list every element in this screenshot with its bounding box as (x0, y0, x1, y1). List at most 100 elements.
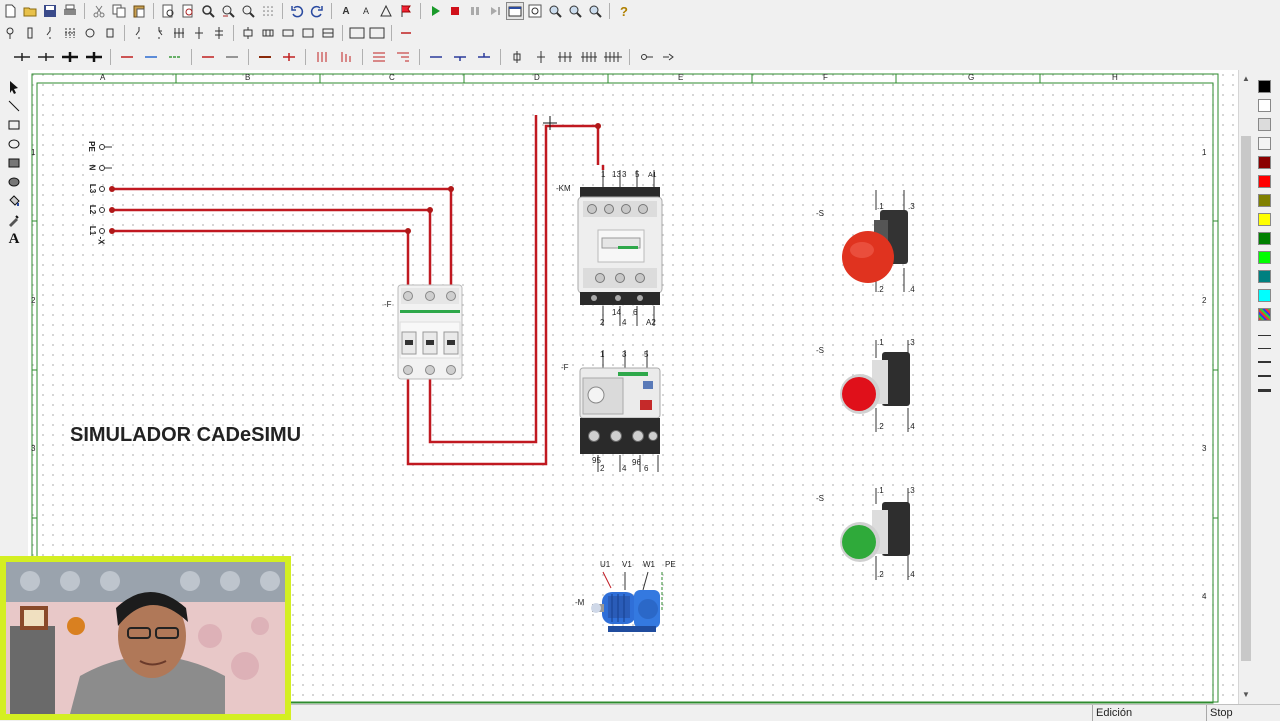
palette-cyan[interactable] (1258, 289, 1271, 302)
junction-thick-icon[interactable] (58, 46, 82, 68)
simulate-step-icon[interactable] (486, 2, 504, 20)
page-zoom-icon[interactable] (179, 2, 197, 20)
palette-line-4[interactable] (1258, 389, 1271, 392)
cut-icon[interactable] (90, 2, 108, 20)
node-red-icon[interactable] (277, 46, 301, 68)
palette-line-thin[interactable] (1258, 335, 1271, 336)
line-green-icon[interactable] (163, 46, 187, 68)
motor-symbol-icon[interactable] (81, 24, 99, 42)
undo-icon[interactable] (288, 2, 306, 20)
paste-icon[interactable] (130, 2, 148, 20)
motor[interactable] (591, 571, 663, 632)
schematic-title[interactable]: SIMULADOR CADeSIMU (70, 424, 302, 446)
palette-red[interactable] (1258, 175, 1271, 188)
window-icon[interactable] (506, 2, 524, 20)
redo-icon[interactable] (308, 2, 326, 20)
coil-multi-icon[interactable] (279, 24, 297, 42)
line-red-icon[interactable] (115, 46, 139, 68)
vertical-lines-icon[interactable] (310, 46, 334, 68)
junction-thick-2-icon[interactable] (82, 46, 106, 68)
palette-teal[interactable] (1258, 270, 1271, 283)
zoom-window-icon[interactable] (239, 2, 257, 20)
filled-rectangle-icon[interactable] (3, 154, 25, 172)
triangle-icon[interactable] (377, 2, 395, 20)
rectangle-tool-icon[interactable] (3, 116, 25, 134)
palette-line-1[interactable] (1258, 348, 1271, 349)
line-darkred-icon[interactable] (196, 46, 220, 68)
lamp-symbol-icon[interactable] (1, 24, 19, 42)
switch-symbol-icon[interactable] (41, 24, 59, 42)
terminal-4-icon[interactable] (577, 46, 601, 68)
new-file-icon[interactable] (1, 2, 19, 20)
palette-line-3[interactable] (1258, 375, 1271, 377)
simulate-pause-icon[interactable] (466, 2, 484, 20)
simulate-play-icon[interactable] (426, 2, 444, 20)
ellipse-tool-icon[interactable] (3, 135, 25, 153)
terminal-3-icon[interactable] (553, 46, 577, 68)
coil-symbol-icon[interactable] (101, 24, 119, 42)
scroll-down-icon[interactable]: ▼ (1242, 690, 1250, 699)
terminal-strip[interactable] (99, 144, 113, 234)
copy-icon[interactable] (110, 2, 128, 20)
push-button-2[interactable] (840, 340, 910, 432)
select-arrow-icon[interactable] (3, 78, 25, 96)
plc-2d-icon[interactable] (348, 24, 366, 42)
contact-no-icon[interactable] (130, 24, 148, 42)
zoom-fit-icon[interactable] (526, 2, 544, 20)
vertical-lines-2-icon[interactable] (334, 46, 358, 68)
find-replace-icon[interactable] (219, 2, 237, 20)
junction-cross-icon[interactable] (10, 46, 34, 68)
palette-white[interactable] (1258, 99, 1271, 112)
coil-box-icon[interactable] (239, 24, 257, 42)
color-picker-icon[interactable] (3, 211, 25, 229)
help-icon[interactable]: ? (620, 3, 628, 19)
palette-yellow[interactable] (1258, 213, 1271, 226)
wire-red-icon[interactable] (397, 24, 415, 42)
zoom-in-icon[interactable] (546, 2, 564, 20)
plc-3d-icon[interactable] (368, 24, 386, 42)
line-brown-icon[interactable] (253, 46, 277, 68)
terminal-2-icon[interactable] (529, 46, 553, 68)
overload-relay[interactable] (579, 350, 661, 472)
contact-3p-icon[interactable] (170, 24, 188, 42)
power-wires[interactable] (112, 115, 600, 466)
save-icon[interactable] (41, 2, 59, 20)
simulate-stop-icon[interactable] (446, 2, 464, 20)
register-icon[interactable] (319, 24, 337, 42)
connector-2-icon[interactable] (658, 46, 682, 68)
contact-nc-icon[interactable] (150, 24, 168, 42)
junction-cross-2-icon[interactable] (34, 46, 58, 68)
palette-dark-red[interactable] (1258, 156, 1271, 169)
line-blue-icon[interactable] (139, 46, 163, 68)
horizontal-lines-icon[interactable] (367, 46, 391, 68)
text-tool-icon[interactable]: A (342, 5, 350, 17)
palette-black[interactable] (1258, 80, 1271, 93)
palette-line-2[interactable] (1258, 361, 1271, 363)
text-tool-a-icon[interactable]: A (8, 230, 20, 247)
line-blue-3-icon[interactable] (448, 46, 472, 68)
vertical-scrollbar[interactable]: ▲ ▼ (1238, 70, 1253, 704)
palette-lime[interactable] (1258, 251, 1271, 264)
fuse-symbol-icon[interactable] (21, 24, 39, 42)
terminal-icon[interactable] (505, 46, 529, 68)
line-tool-icon[interactable] (3, 97, 25, 115)
palette-green[interactable] (1258, 232, 1271, 245)
palette-silver[interactable] (1258, 137, 1271, 150)
text-size-icon[interactable]: A (362, 6, 369, 16)
print-icon[interactable] (61, 2, 79, 20)
zoom-all-icon[interactable] (586, 2, 604, 20)
palette-olive[interactable] (1258, 194, 1271, 207)
connector-icon[interactable] (634, 46, 658, 68)
circuit-breaker[interactable] (397, 284, 463, 380)
counter-icon[interactable] (299, 24, 317, 42)
palette-custom[interactable] (1258, 308, 1271, 321)
relay-contact-icon[interactable] (210, 24, 228, 42)
palette-light-gray[interactable] (1258, 118, 1271, 131)
timer-contact-icon[interactable] (190, 24, 208, 42)
print-preview-icon[interactable] (159, 2, 177, 20)
multi-switch-icon[interactable] (61, 24, 79, 42)
push-button-3[interactable] (840, 488, 910, 580)
scroll-thumb[interactable] (1241, 136, 1251, 661)
line-blue-2-icon[interactable] (424, 46, 448, 68)
find-icon[interactable] (199, 2, 217, 20)
